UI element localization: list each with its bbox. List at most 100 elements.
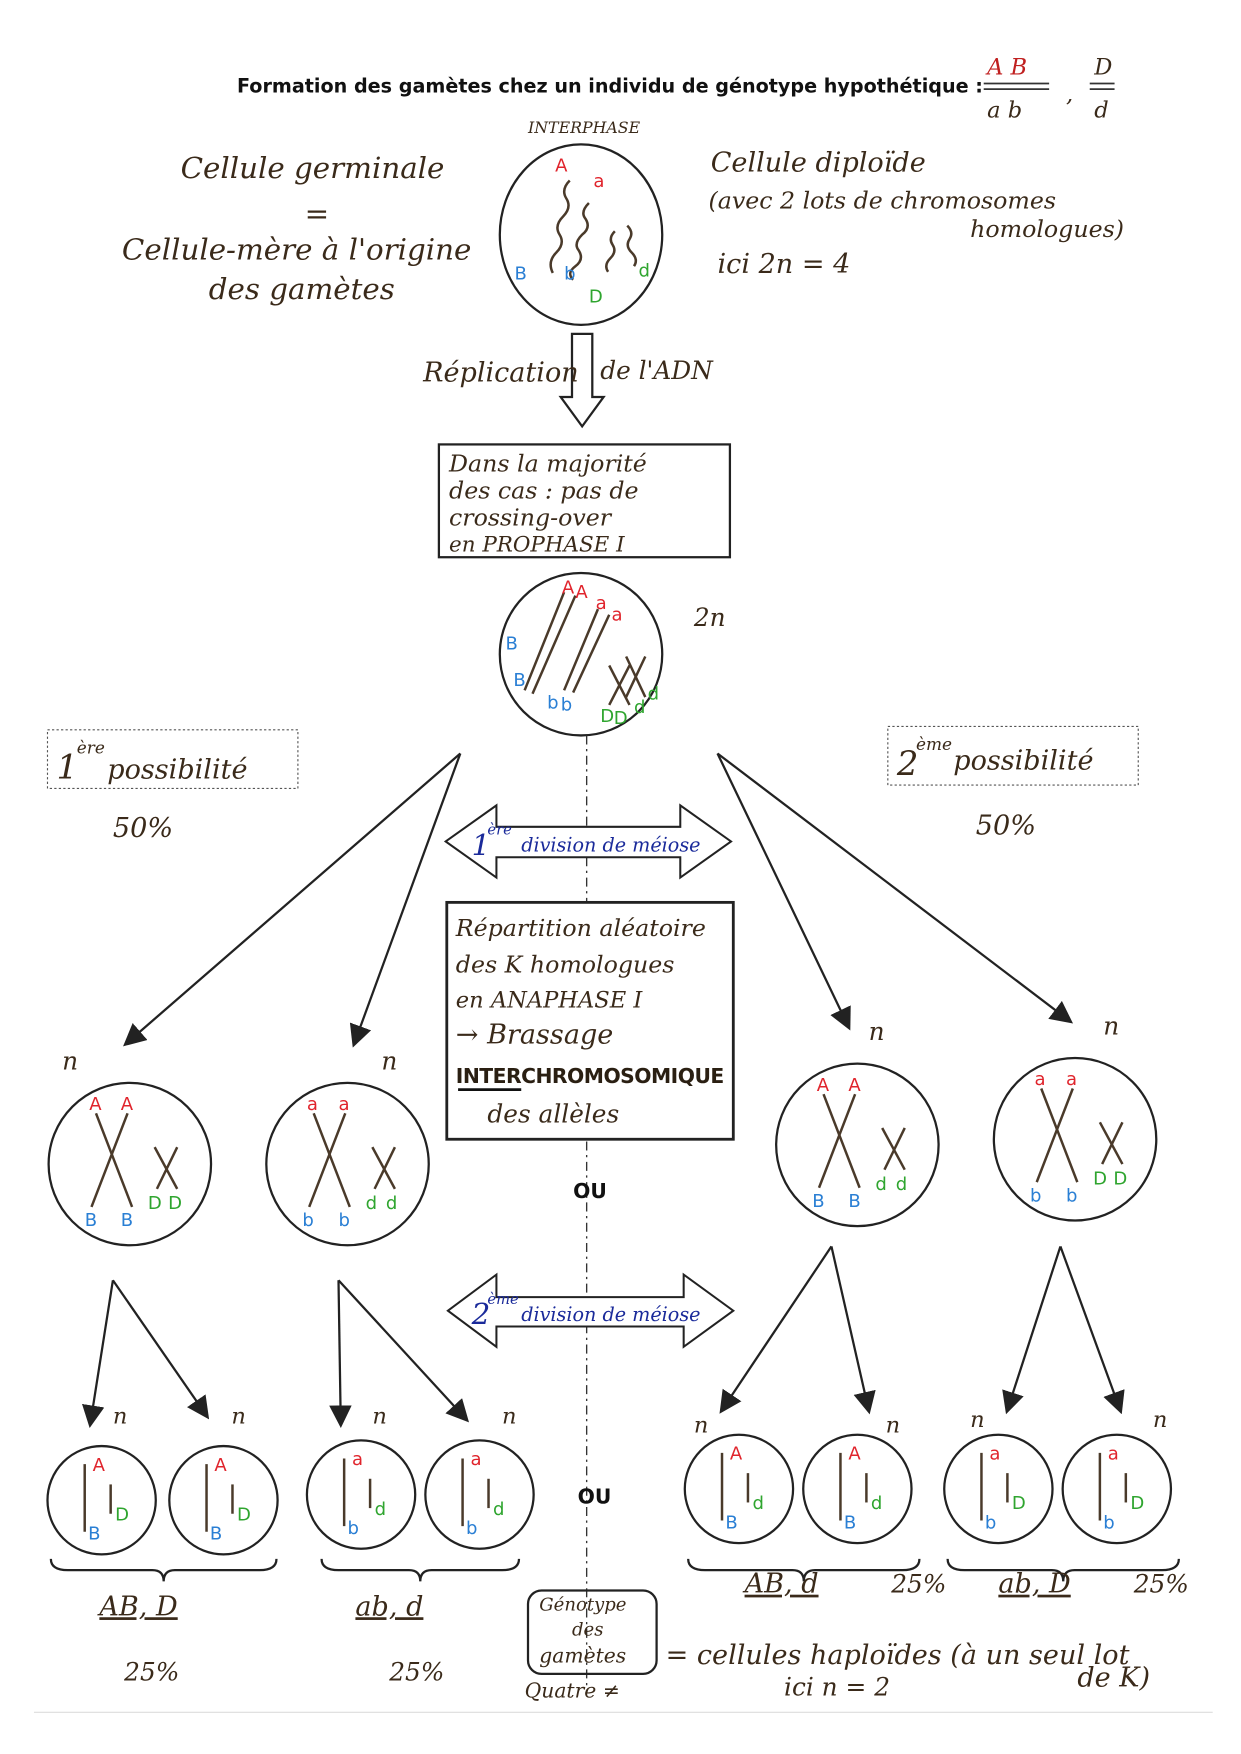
arrow-line: [716, 752, 1074, 1024]
gamete-genotype: AB, D: [96, 1591, 178, 1622]
note-line: des cas : pas de: [449, 477, 638, 505]
germ-cell-description: Cellule germinale = Cellule-mère à l'ori…: [122, 151, 471, 306]
arrow-line: [830, 1246, 876, 1415]
brace: [946, 1558, 1180, 1582]
brace: [687, 1558, 921, 1582]
division-2-arrow: 2 ème division de méiose: [446, 1272, 736, 1349]
chromatid: [817, 1093, 857, 1189]
allele-top: a: [989, 1444, 1000, 1465]
possibility-sup: ème: [916, 734, 952, 754]
chromatid: [312, 1112, 351, 1208]
double-arrow-icon: [443, 803, 733, 880]
allele-bottom: B: [210, 1524, 222, 1545]
allele-top: a: [339, 1094, 350, 1115]
division-label: division de méiose: [521, 834, 700, 857]
allele-small: d: [493, 1499, 504, 1520]
brace: [320, 1558, 521, 1582]
possibility-frame: [46, 729, 299, 790]
allele-bottom: B: [85, 1210, 97, 1231]
or-label: OU: [573, 1179, 607, 1203]
allele-d: d: [648, 683, 659, 704]
haploid-label: n: [113, 1404, 128, 1430]
allele-top: A: [848, 1444, 861, 1465]
haploid-label: n: [694, 1413, 709, 1439]
possibility-label: possibilité: [953, 745, 1093, 776]
allele-bottom: B: [725, 1512, 737, 1533]
chromatid: [625, 655, 647, 698]
allele-top: A: [89, 1094, 102, 1115]
anaphase-note-box: Répartition aléatoire des K homologues e…: [445, 900, 735, 1141]
possibility-label: possibilité: [107, 754, 247, 785]
allele-b: b: [561, 695, 572, 716]
note-line: crossing-over: [449, 504, 613, 532]
arrow-line: [1059, 1246, 1125, 1415]
allele-small: D: [1113, 1168, 1127, 1189]
allele-bottom: b: [466, 1518, 477, 1539]
chromatid: [883, 1127, 906, 1171]
cell-membrane: [305, 1439, 417, 1550]
chromatid: [822, 1093, 861, 1189]
haploid-label: n: [1103, 1011, 1119, 1040]
genotype-top-1: A B: [985, 54, 1027, 80]
allele-bottom: b: [348, 1518, 359, 1539]
cell-membrane: [498, 571, 664, 737]
possibility-percent: 50%: [976, 811, 1036, 842]
page-title: Formation des gamètes chez un individu d…: [237, 74, 983, 97]
chromosome: [569, 202, 590, 281]
note-line: Génotype: [539, 1595, 626, 1616]
prophase-cell: A A a a B B b b D D d d: [498, 571, 664, 737]
allele-b: b: [564, 264, 575, 285]
chromatid: [90, 1112, 129, 1208]
chromosome: [549, 179, 571, 274]
allele-B: B: [505, 634, 517, 655]
cell-membrane: [498, 143, 664, 326]
gamete-genotype: ab, d: [355, 1591, 423, 1622]
haploid-label: n: [502, 1404, 517, 1430]
allele-small: d: [752, 1493, 763, 1514]
division-sup: ème: [487, 1291, 519, 1308]
allele-a: a: [611, 604, 622, 625]
allele-B: B: [514, 264, 526, 285]
genotype-bottom-2: d: [1094, 97, 1108, 123]
haploid-description-end: de K): [1077, 1662, 1150, 1693]
division-number: 1: [472, 828, 491, 862]
haploid-label: n: [869, 1017, 885, 1046]
allele-top: A: [817, 1075, 830, 1096]
chromatid: [308, 1112, 347, 1208]
allele-small: d: [871, 1493, 882, 1514]
allele-b: b: [547, 692, 558, 713]
double-arrow-icon: [446, 1272, 736, 1349]
diploid-line4: ici 2n = 4: [718, 249, 851, 280]
allele-A: A: [555, 155, 568, 176]
interphase-cell: A a B b D d: [498, 143, 664, 326]
arrow-line: [719, 1245, 833, 1414]
allele-d: d: [634, 697, 645, 718]
cell-membrane: [775, 1062, 940, 1228]
gamete-genotype: AB, d: [742, 1569, 819, 1600]
cell-membrane: [47, 1081, 213, 1247]
note-line: des allèles: [487, 1099, 619, 1128]
chromatid: [1101, 1121, 1124, 1165]
allele-small: d: [366, 1193, 377, 1214]
replication-arrow-icon: [558, 332, 606, 429]
arrow-line: [329, 1280, 352, 1429]
allele-top: a: [352, 1449, 363, 1470]
allele-top: a: [1108, 1444, 1119, 1465]
ploidy-label: 2n: [693, 603, 726, 632]
allele-small: D: [148, 1193, 162, 1214]
note-border: [445, 900, 735, 1141]
possibility-1: 1 ère possibilité 50%: [46, 729, 299, 844]
allele-d: d: [639, 260, 650, 281]
note-line: en PROPHASE I: [449, 533, 625, 558]
germ-cell-line1: Cellule germinale: [181, 151, 445, 185]
haploid-label: n: [62, 1046, 78, 1075]
allele-top: A: [848, 1075, 861, 1096]
allele-bottom: b: [985, 1512, 996, 1533]
possibility-number: 2: [896, 744, 919, 783]
